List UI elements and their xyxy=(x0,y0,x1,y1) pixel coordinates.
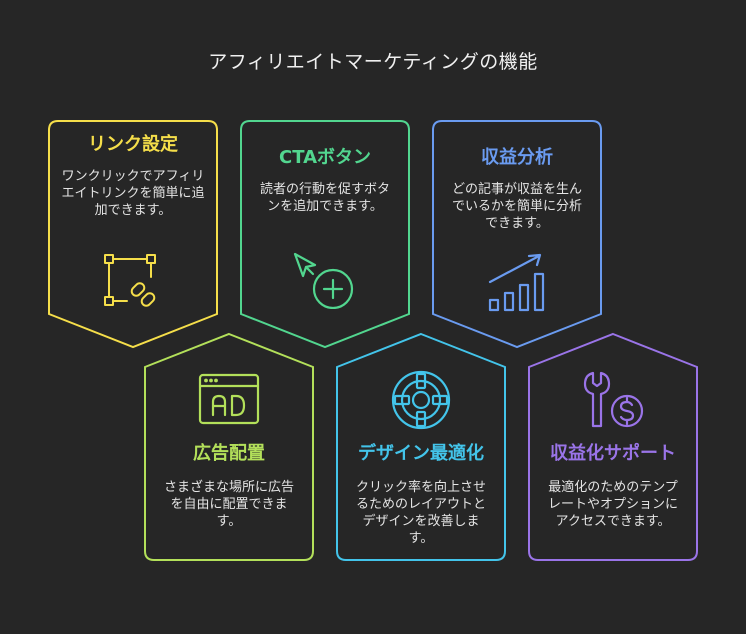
card-title: デザイン最適化 xyxy=(358,443,484,464)
target-icon xyxy=(390,369,452,431)
page-title: アフィリエイトマーケティングの機能 xyxy=(208,51,538,73)
card-ad-placement: 広告配置 さまざまな場所に広告を自由に配置できます。 xyxy=(145,442,313,530)
card-title: 収益化サポート xyxy=(550,443,676,464)
card-title: CTAボタン xyxy=(278,147,372,168)
card-design-optimization: デザイン最適化 クリック率を向上させるためのレイアウトとデザインを改善します。 xyxy=(337,442,505,547)
link-nodes-icon xyxy=(101,252,163,314)
wrench-dollar-icon xyxy=(583,370,645,430)
card-description: どの記事が収益を生んでいるかを簡単に分析できます。 xyxy=(451,182,582,231)
card-title: リンク設定 xyxy=(88,134,178,155)
card-shape-design-optimization xyxy=(336,332,506,561)
card-link-setup: リンク設定 ワンクリックでアフィリエイトリンクを簡単に追加できます。 xyxy=(49,133,217,219)
card-shape-cta-button xyxy=(240,120,410,349)
card-description: ワンクリックでアフィリエイトリンクを簡単に追加できます。 xyxy=(61,169,205,218)
card-shape-revenue-analysis xyxy=(432,120,602,349)
card-description: 読者の行動を促すボタンを追加できます。 xyxy=(259,182,390,214)
card-description: 最適化のためのテンプレートやオプションにアクセスできます。 xyxy=(547,480,678,529)
cursor-plus-icon xyxy=(291,251,357,309)
card-title: 広告配置 xyxy=(193,443,265,464)
card-description: クリック率を向上させるためのレイアウトとデザインを改善します。 xyxy=(355,480,486,546)
card-shape-monetization-support xyxy=(528,332,698,561)
card-monetization-support: 収益化サポート 最適化のためのテンプレートやオプションにアクセスできます。 xyxy=(529,442,697,530)
card-description: さまざまな場所に広告を自由に配置できます。 xyxy=(163,480,294,529)
card-shape-link-setup xyxy=(48,120,218,349)
ad-window-icon xyxy=(198,373,260,425)
card-revenue-analysis: 収益分析 どの記事が収益を生んでいるかを簡単に分析できます。 xyxy=(433,146,601,232)
card-title: 収益分析 xyxy=(481,147,553,168)
card-shape-ad-placement xyxy=(144,332,314,561)
card-cta-button: CTAボタン 読者の行動を促すボタンを追加できます。 xyxy=(241,146,409,215)
growth-chart-icon xyxy=(487,252,549,314)
